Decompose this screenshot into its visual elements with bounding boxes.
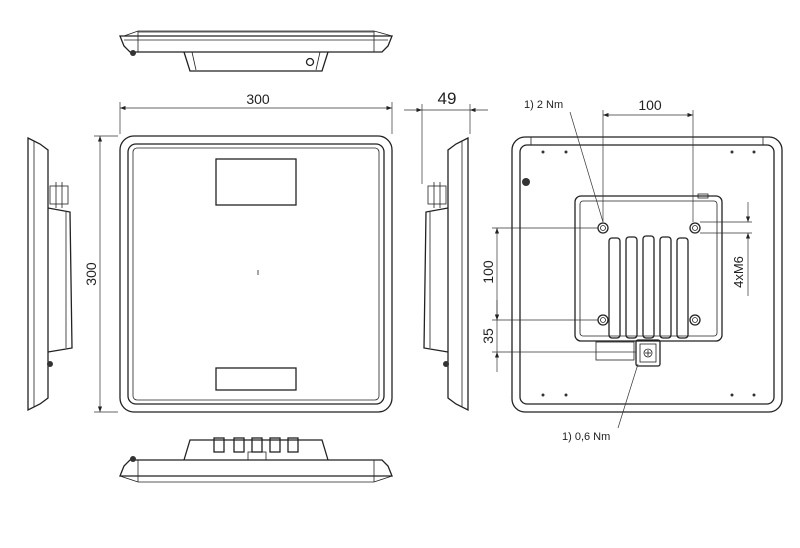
dim-mount-vertical: 100 35 [480,227,636,372]
dim-label-mount-h: 100 [638,97,662,113]
top-view [119,30,393,72]
dim-depth: 49 [404,89,488,184]
dim-label-height: 300 [83,262,99,286]
back-label [595,341,635,361]
housing [574,195,723,342]
dim-front-width: 300 [119,91,393,134]
label-area-top [215,158,297,206]
connector-nut-icon [305,57,315,67]
dim-label-width: 300 [246,91,270,107]
ground-screw-icon [522,178,530,186]
front-view [119,135,393,413]
connector-torque-label: 1) 0,6 Nm [562,431,610,443]
mount-torque-label: 1) 2 Nm [524,99,563,111]
dim-label-depth: 49 [438,89,457,108]
dim-label-mount-v: 100 [480,260,496,284]
right-side-view [423,136,469,412]
label-area-bottom [215,367,297,391]
cooling-fins [608,235,689,339]
connector-row [213,437,299,461]
left-side-view [27,136,73,412]
torque-annotations: 1) 2 Nm 1) 0,6 Nm [524,99,639,443]
connector [635,339,661,367]
back-view [511,136,783,413]
bottom-view [119,437,393,483]
dim-mount-horizontal: 100 [602,97,694,222]
dim-label-offset: 35 [480,328,496,344]
dim-thread: 4xM6 [700,202,752,296]
dim-front-height: 300 [83,135,118,413]
dim-label-thread: 4xM6 [731,256,746,288]
